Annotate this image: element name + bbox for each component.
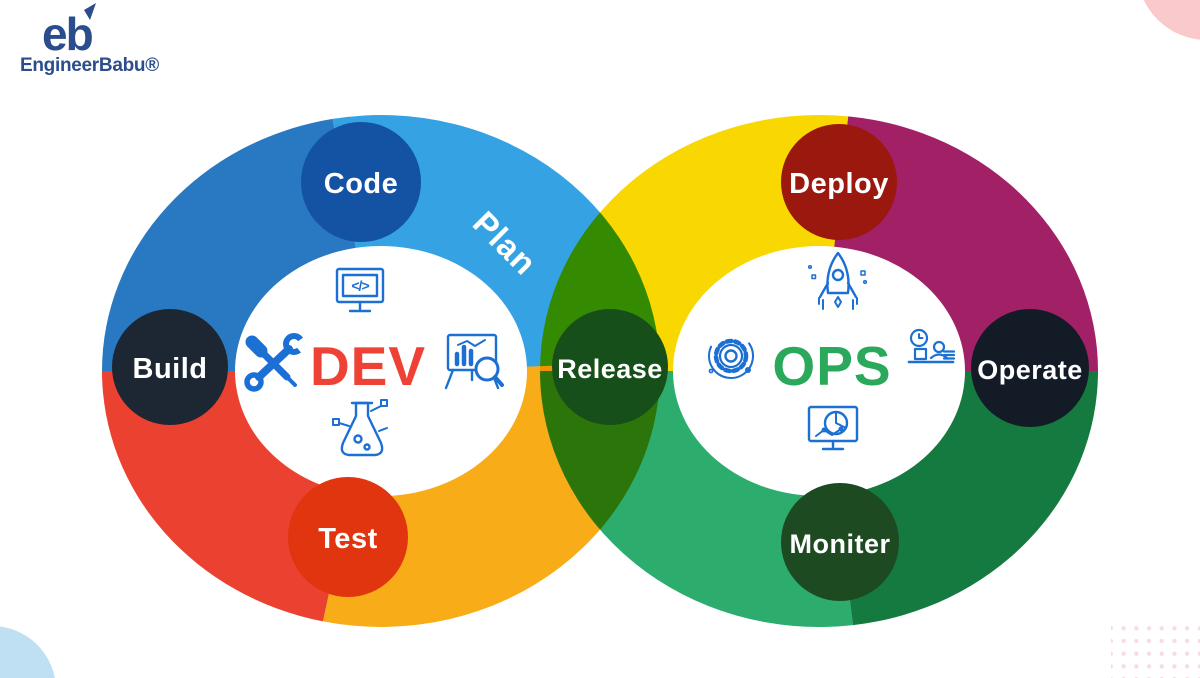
node-deploy-circle	[781, 124, 897, 240]
node-code: Code	[301, 122, 421, 242]
node-deploy: Deploy	[781, 124, 897, 240]
band-operate-segment	[836, 371, 1098, 626]
ops-title: OPS	[772, 335, 891, 397]
node-release-circle	[552, 309, 668, 425]
node-moniter-label: Moniter	[790, 529, 891, 559]
node-release: Release	[552, 309, 668, 425]
logo-pencil-tip	[84, 3, 96, 20]
node-operate: Operate	[971, 309, 1089, 427]
engineerbabu-logo: eb EngineerBabu®	[20, 3, 159, 76]
tools-icon	[244, 333, 307, 392]
gear-orbit-icon	[708, 333, 754, 379]
decor-blue-circle	[0, 626, 55, 678]
band-deploy-segment	[834, 116, 1098, 372]
node-code-label: Code	[324, 168, 399, 200]
logo-wordmark: EngineerBabu®	[20, 55, 159, 76]
rocket-icon	[807, 251, 868, 310]
band-code-segment	[102, 118, 356, 372]
node-build-circle	[112, 309, 228, 425]
band-release-segment	[540, 114, 849, 371]
band-moniter-segment	[540, 371, 853, 628]
node-test-circle	[288, 477, 408, 597]
node-test-label: Test	[318, 523, 377, 555]
node-release-label: Release	[557, 354, 663, 384]
decor-dot-grid	[1111, 626, 1200, 678]
ops-loop	[540, 114, 1098, 628]
node-operate-circle	[971, 309, 1089, 427]
node-deploy-label: Deploy	[789, 168, 889, 200]
node-moniter-circle	[781, 483, 899, 601]
node-build-label: Build	[133, 353, 208, 385]
code-glyph: </>	[351, 278, 369, 294]
dev-title: DEV	[310, 335, 426, 397]
logo-monogram: eb	[42, 8, 93, 60]
support-desk-icon	[907, 328, 956, 364]
node-code-circle	[301, 122, 421, 242]
decor-pink-circle	[1143, 0, 1200, 40]
monitoring-screen-icon	[807, 405, 859, 451]
code-monitor-icon: </>	[335, 267, 385, 313]
band-build-segment	[102, 371, 351, 622]
analytics-board-icon	[444, 333, 504, 390]
node-test: Test	[288, 477, 408, 597]
node-operate-label: Operate	[977, 355, 1083, 385]
node-build: Build	[112, 309, 228, 425]
node-moniter: Moniter	[781, 483, 899, 601]
flask-icon	[332, 399, 388, 457]
orbit-dot	[745, 367, 751, 373]
